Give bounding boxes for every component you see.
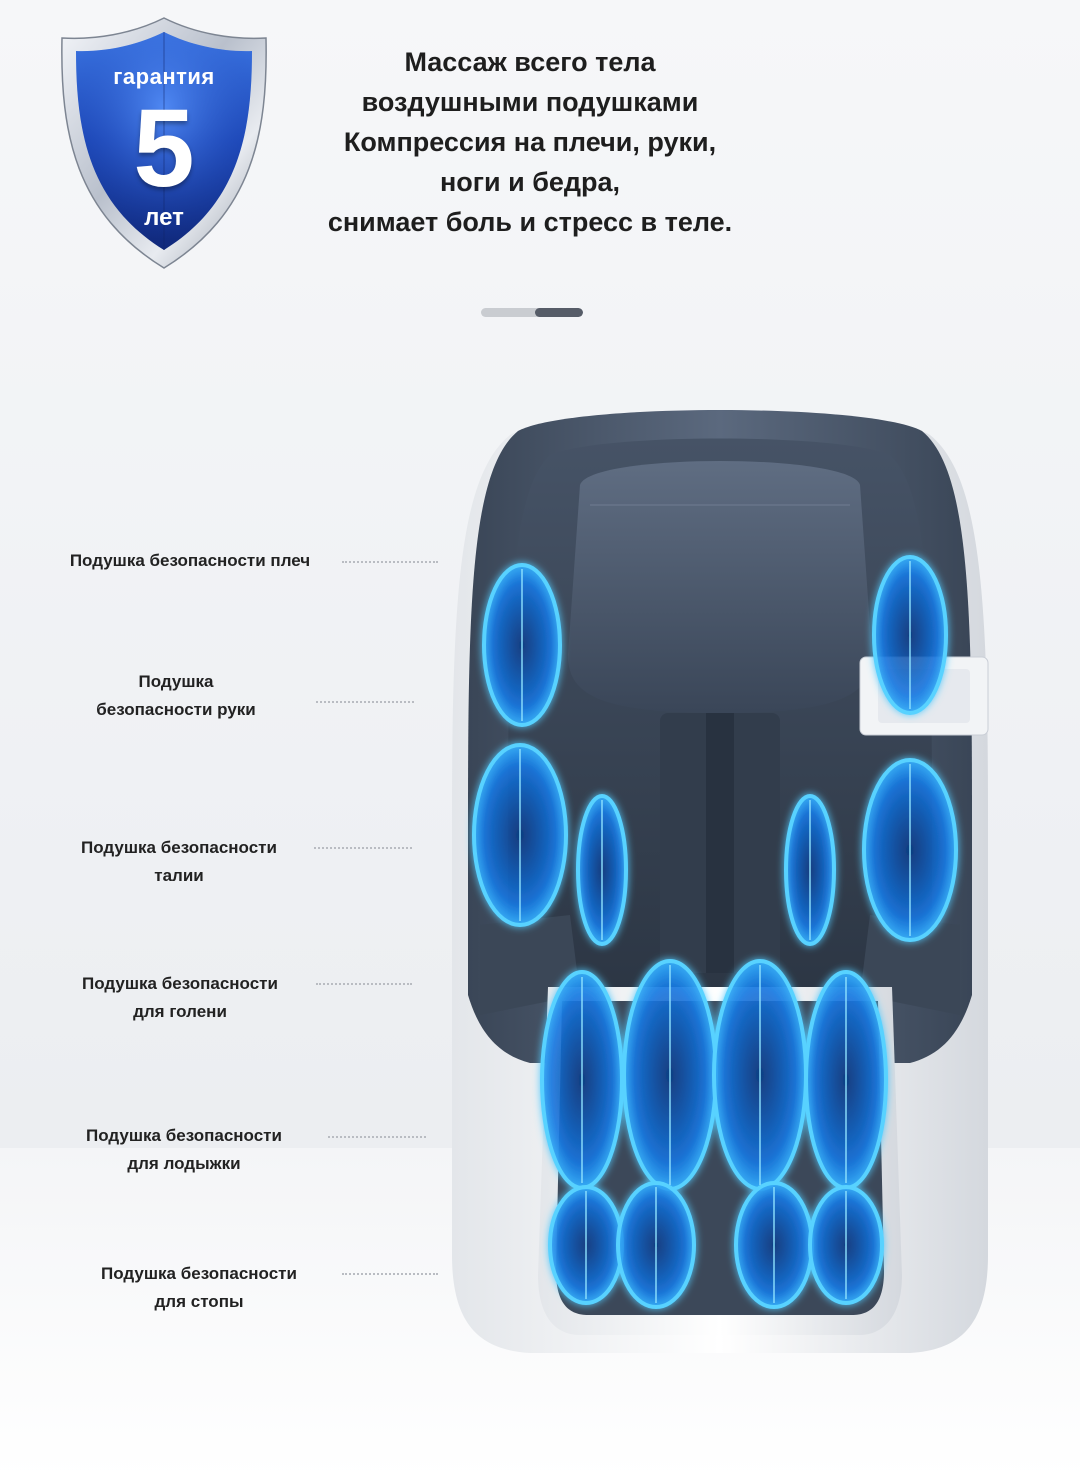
label-line: безопасности руки — [96, 700, 256, 719]
label-line: Подушка безопасности — [86, 1126, 282, 1145]
dotted-leader — [316, 983, 412, 985]
badge-number: 5 — [133, 87, 195, 210]
dotted-leader — [342, 561, 438, 563]
label-line: Подушка безопасности — [82, 974, 278, 993]
dotted-leader — [342, 1273, 438, 1275]
label-waist-airbag: Подушка безопасности талии — [56, 834, 302, 890]
pager-active-indicator — [535, 308, 583, 317]
carousel-pager[interactable] — [481, 308, 583, 317]
label-line: Подушка — [138, 672, 214, 691]
label-line: талии — [154, 866, 204, 885]
shield-icon — [61, 17, 267, 269]
dotted-leader — [328, 1136, 426, 1138]
massage-chair-illustration — [440, 395, 1000, 1360]
label-line: Подушка безопасности — [101, 1264, 297, 1283]
badge-top-text: гарантия — [113, 64, 215, 89]
label-line: для лодыжки — [127, 1154, 241, 1173]
warranty-shield-badge: гарантия 5 лет — [56, 14, 272, 272]
dotted-leader — [314, 847, 412, 849]
label-line: для стопы — [154, 1292, 244, 1311]
headline: Массаж всего тела воздушными подушками К… — [300, 42, 760, 242]
headline-line: Компрессия на плечи, руки, — [343, 127, 717, 157]
dotted-leader — [316, 701, 414, 703]
label-arm-airbag: Подушка безопасности руки — [72, 668, 280, 724]
headline-line: ноги и бедра, — [439, 167, 621, 197]
massage-chair-image — [452, 410, 989, 1353]
headline-line: Массаж всего тела — [404, 47, 656, 77]
label-line: Подушка безопасности плеч — [69, 551, 311, 570]
label-shoulder-airbag: Подушка безопасности плеч — [62, 547, 318, 575]
headline-line: воздушными подушками — [361, 87, 699, 117]
badge-bottom-text: лет — [144, 204, 184, 231]
headline-line: снимает боль и стресс в теле. — [327, 207, 733, 237]
label-foot-airbag: Подушка безопасности для стопы — [86, 1260, 312, 1316]
label-line: Подушка безопасности — [81, 838, 277, 857]
label-line: для голени — [133, 1002, 227, 1021]
label-ankle-airbag: Подушка безопасности для лодыжки — [66, 1122, 302, 1178]
label-shin-airbag: Подушка безопасности для голени — [68, 970, 292, 1026]
